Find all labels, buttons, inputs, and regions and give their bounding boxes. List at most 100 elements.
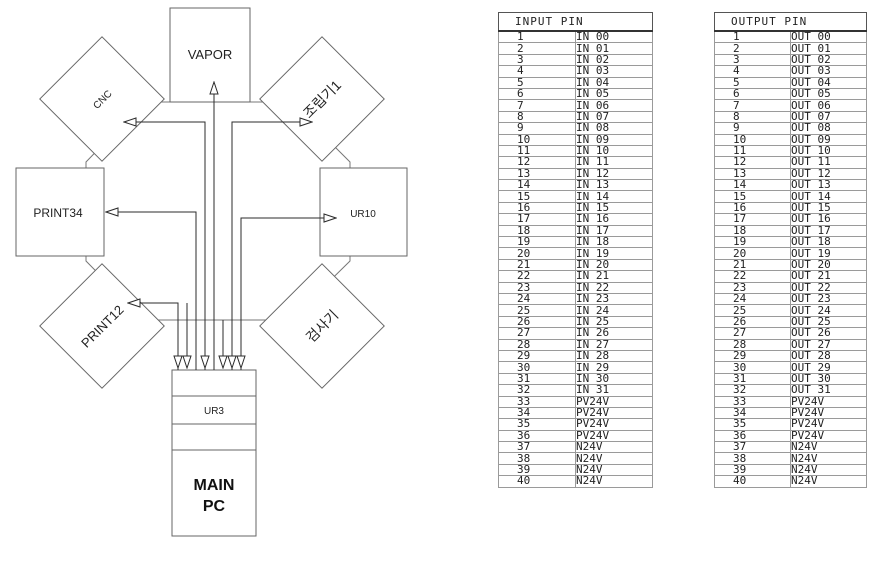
pin-number: 5 (498, 76, 576, 89)
pin-number: 12 (714, 156, 791, 169)
pin-signal-name: IN 03 (575, 65, 653, 78)
pin-signal-name: OUT 00 (790, 30, 867, 44)
pin-signal-name: OUT 10 (790, 144, 867, 158)
pin-number: 27 (498, 327, 576, 340)
pin-signal-name: IN 25 (575, 315, 653, 329)
pin-number: 12 (498, 156, 576, 169)
pin-signal-name: OUT 04 (790, 76, 867, 89)
pin-number: 20 (714, 247, 791, 260)
pin-signal-name: OUT 26 (790, 327, 867, 340)
pin-signal-name: IN 21 (575, 270, 653, 283)
pin-signal-name: OUT 07 (790, 110, 867, 124)
pin-signal-name: IN 23 (575, 292, 653, 306)
pin-number: 37 (714, 441, 791, 454)
pin-signal-name: IN 02 (575, 53, 653, 67)
pin-signal-name: OUT 20 (790, 258, 867, 272)
pin-number: 20 (498, 247, 576, 260)
pin-signal-name: IN 11 (575, 156, 653, 169)
pin-number: 15 (498, 190, 576, 203)
wire-to-assembly1 (231, 122, 312, 370)
pin-signal-name: OUT 24 (790, 304, 867, 317)
pin-signal-name: IN 17 (575, 224, 653, 238)
pin-signal-name: IN 01 (575, 42, 653, 55)
pin-number: 36 (498, 429, 576, 443)
pin-number: 36 (714, 429, 791, 443)
pin-signal-name: PV24V (790, 406, 867, 420)
pin-signal-name: OUT 23 (790, 292, 867, 306)
pin-number: 39 (714, 463, 791, 477)
pin-signal-name: IN 08 (575, 122, 653, 135)
station-assembly1-box (259, 36, 385, 162)
pin-number: 37 (498, 441, 576, 454)
pin-signal-name: N24V (790, 452, 867, 465)
pin-signal-name: N24V (575, 441, 653, 454)
pin-number: 13 (498, 167, 576, 181)
pin-number: 16 (498, 201, 576, 215)
pin-signal-name: N24V (575, 452, 653, 465)
main-pc-box (171, 449, 257, 537)
pin-signal-name: IN 31 (575, 384, 653, 397)
pin-signal-name: OUT 06 (790, 99, 867, 112)
pin-signal-name: OUT 05 (790, 87, 867, 101)
pin-signal-name: PV24V (575, 429, 653, 443)
pin-signal-name: OUT 14 (790, 190, 867, 203)
pin-number: 11 (498, 144, 576, 158)
wire-to-print34 (106, 212, 197, 370)
pin-number: 21 (498, 258, 576, 272)
station-print34-label: PRINT34 (33, 206, 83, 220)
pin-number: 35 (498, 418, 576, 431)
pin-number: 23 (714, 281, 791, 295)
pin-number: 19 (714, 236, 791, 249)
pin-number: 33 (498, 395, 576, 408)
pin-signal-name: IN 10 (575, 144, 653, 158)
pin-number: 11 (714, 144, 791, 158)
pin-signal-name: IN 14 (575, 190, 653, 203)
pin-signal-name: IN 15 (575, 201, 653, 215)
pin-number: 19 (498, 236, 576, 249)
pin-number: 7 (498, 99, 576, 112)
pin-number: 28 (498, 338, 576, 351)
pin-number: 29 (498, 349, 576, 363)
pin-number: 30 (498, 361, 576, 374)
pin-signal-name: OUT 16 (790, 213, 867, 226)
pin-signal-name: OUT 01 (790, 42, 867, 55)
pin-signal-name: OUT 12 (790, 167, 867, 181)
pin-signal-name: PV24V (575, 406, 653, 420)
